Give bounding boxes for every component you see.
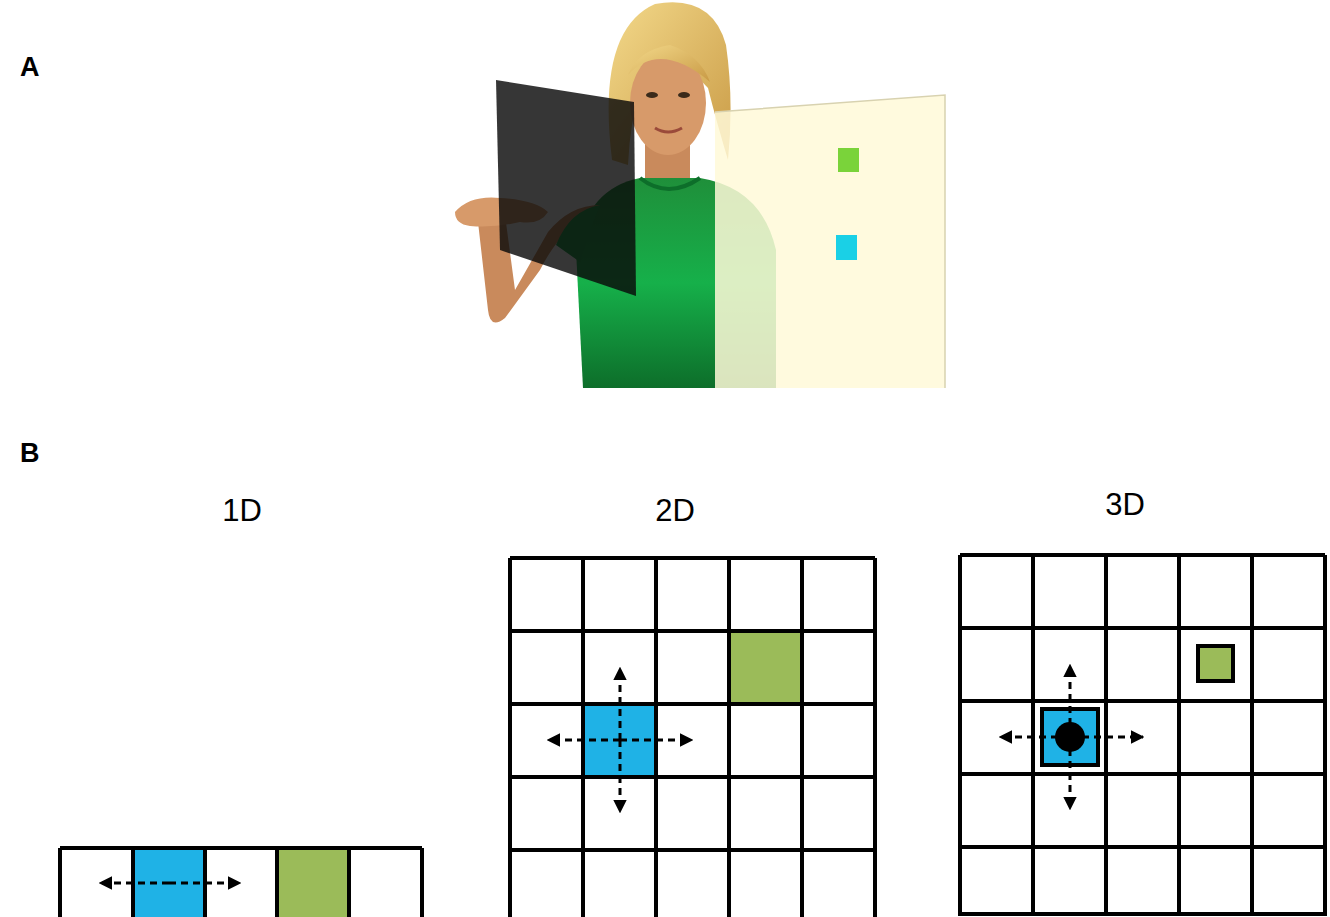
grid-3d <box>960 555 1325 916</box>
person-figure <box>455 2 945 388</box>
grid-title: 3D <box>1105 489 1145 520</box>
grid-1d <box>60 848 422 917</box>
panel-label: B <box>20 440 40 467</box>
grid-2d <box>510 558 875 917</box>
panel-label: A <box>20 54 40 81</box>
grid-title: 2D <box>655 495 695 526</box>
grid-title: 1D <box>222 495 262 526</box>
